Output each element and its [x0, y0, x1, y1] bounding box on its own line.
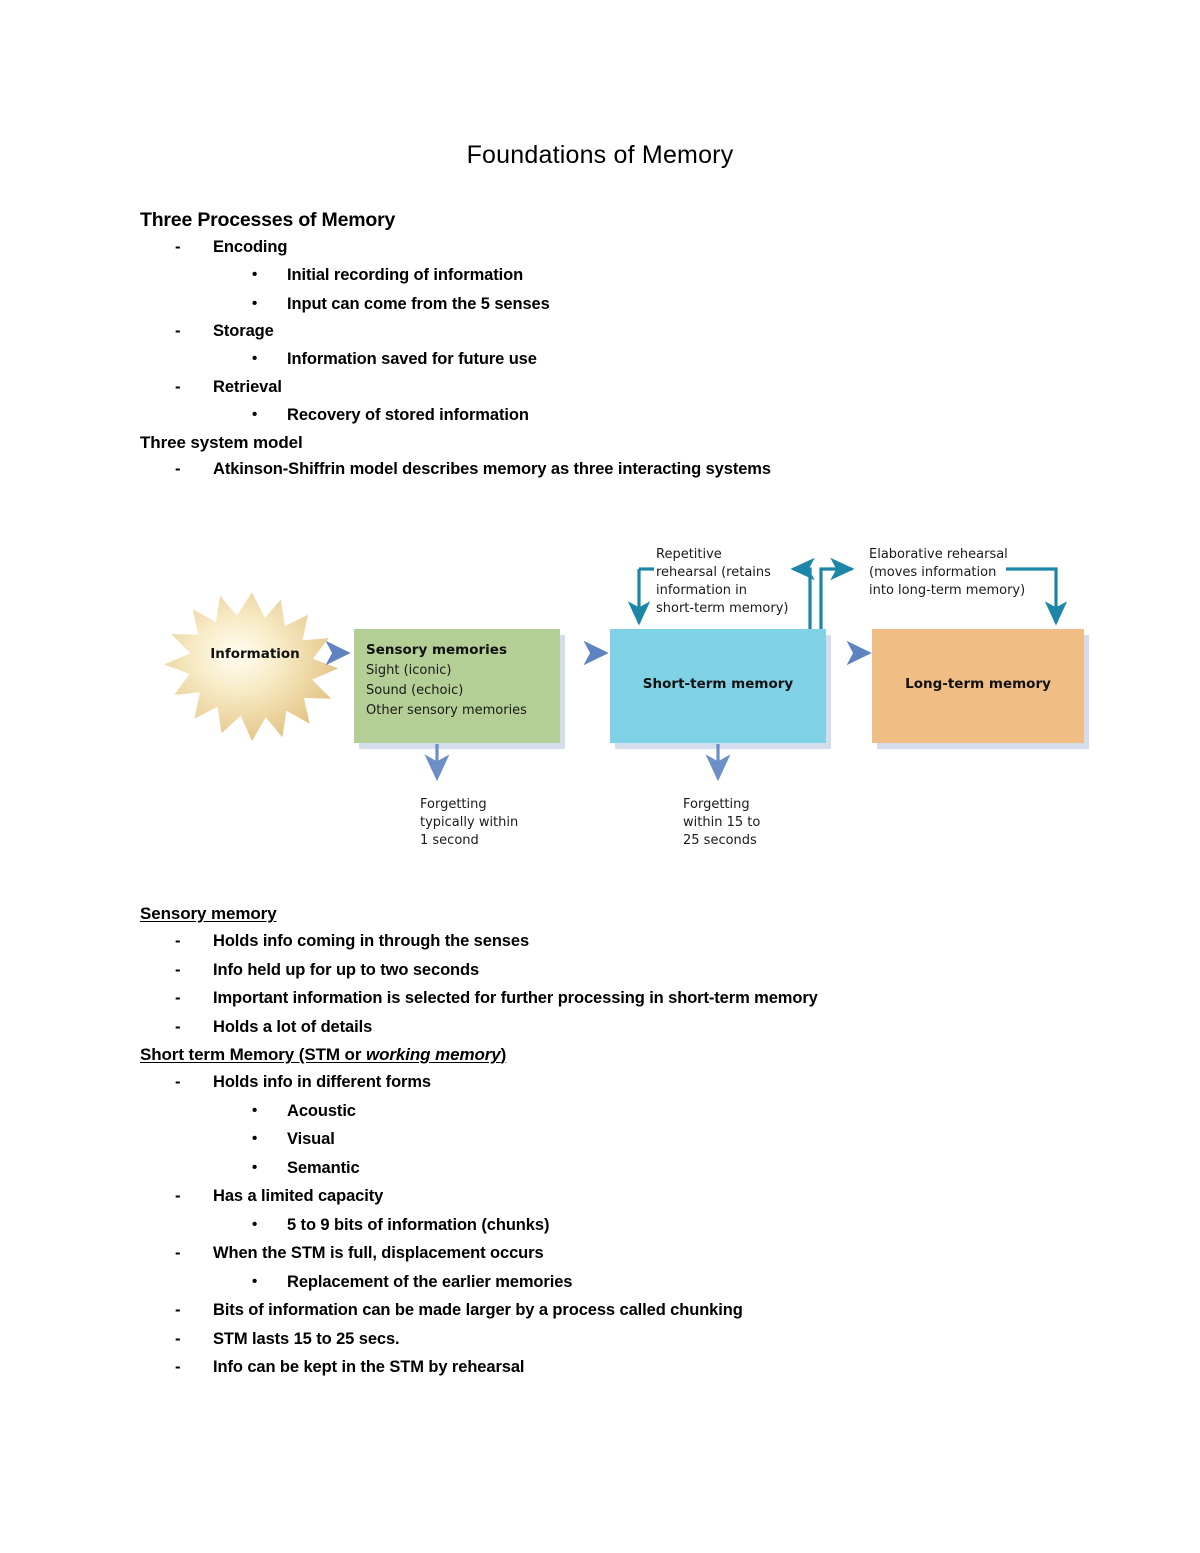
section-heading-short-term-memory: Short term Memory (STM or working memory… — [140, 1041, 1100, 1068]
box-long-term-memory: Long-term memory — [872, 629, 1084, 743]
list-item: Information saved for future use — [140, 345, 1100, 374]
annotation-line: Forgetting — [683, 797, 750, 812]
list-item: Encoding — [140, 234, 1100, 261]
sensory-box-line: Sight (iconic) — [366, 663, 451, 678]
stm-heading-tail: ) — [500, 1045, 507, 1064]
annotation-line: 25 seconds — [683, 833, 757, 848]
annotation-line: Repetitive — [656, 547, 722, 562]
elaborative-rehearsal-loop — [819, 557, 1068, 629]
document-body-lower: Sensory memory Holds info coming in thro… — [140, 900, 1100, 1382]
annotation-line: into long-term memory) — [869, 583, 1025, 598]
list-item: Initial recording of information — [140, 261, 1100, 290]
annotation-line: rehearsal (retains — [656, 565, 771, 580]
repetitive-rehearsal-label: Repetitive rehearsal (retains informatio… — [656, 547, 789, 616]
annotation-line: 1 second — [420, 833, 479, 848]
ltm-box-title: Long-term memory — [905, 676, 1051, 692]
annotation-line: Forgetting — [420, 797, 487, 812]
list-item: Semantic — [140, 1154, 1100, 1183]
section-heading-sensory-memory: Sensory memory — [140, 904, 277, 923]
atkinson-shiffrin-diagram: Information Sensory memories Sight (icon… — [150, 520, 1110, 870]
box-short-term-memory: Short-term memory — [610, 629, 826, 743]
forgetting-sensory: Forgetting typically within 1 second — [420, 744, 518, 848]
list-item: Info can be kept in the STM by rehearsal — [140, 1353, 1100, 1382]
list-item: Holds info in different forms — [140, 1068, 1100, 1097]
list-item: Retrieval — [140, 374, 1100, 401]
list-item: Holds info coming in through the senses — [140, 927, 1100, 956]
list-item: Important information is selected for fu… — [140, 984, 1100, 1013]
stm-heading-text: Short term Memory (STM or — [140, 1045, 366, 1064]
list-item: Holds a lot of details — [140, 1013, 1100, 1042]
list-item: When the STM is full, displacement occur… — [140, 1239, 1100, 1268]
sensory-box-line: Other sensory memories — [366, 703, 527, 718]
page-title: Foundations of Memory — [466, 141, 734, 169]
forgetting-stm: Forgetting within 15 to 25 seconds — [683, 744, 760, 848]
list-item: Replacement of the earlier memories — [140, 1268, 1100, 1297]
list-item: Visual — [140, 1125, 1100, 1154]
list-item: Recovery of stored information — [140, 401, 1100, 430]
list-item: Atkinson-Shiffrin model describes memory… — [140, 456, 1100, 483]
section-heading-three-system-model: Three system model — [140, 433, 303, 452]
list-item: STM lasts 15 to 25 secs. — [140, 1325, 1100, 1354]
annotation-line: within 15 to — [683, 815, 760, 830]
starburst-label: Information — [210, 646, 300, 662]
annotation-line: short-term memory) — [656, 601, 789, 616]
annotation-line: typically within — [420, 815, 518, 830]
list-item: Bits of information can be made larger b… — [140, 1296, 1100, 1325]
list-item: 5 to 9 bits of information (chunks) — [140, 1211, 1100, 1240]
annotation-line: (moves information — [869, 565, 996, 580]
stm-box-title: Short-term memory — [643, 676, 794, 692]
information-starburst: Information — [164, 592, 339, 742]
annotation-line: information in — [656, 583, 747, 598]
list-item: Info held up for up to two seconds — [140, 956, 1100, 985]
list-item: Acoustic — [140, 1097, 1100, 1126]
stm-heading-italic: working memory — [365, 1045, 501, 1064]
repetitive-rehearsal-loop — [627, 557, 815, 629]
sensory-box-line: Sound (echoic) — [366, 683, 463, 698]
document-body: Three Processes of Memory Encoding Initi… — [140, 207, 1100, 483]
list-item: Input can come from the 5 senses — [140, 290, 1100, 319]
list-item: Storage — [140, 318, 1100, 345]
section-heading-three-processes: Three Processes of Memory — [140, 209, 396, 231]
annotation-line: Elaborative rehearsal — [869, 547, 1008, 562]
list-item: Has a limited capacity — [140, 1182, 1100, 1211]
box-sensory-memories: Sensory memories Sight (iconic) Sound (e… — [354, 629, 560, 743]
sensory-box-title: Sensory memories — [366, 642, 507, 658]
elaborative-rehearsal-label: Elaborative rehearsal (moves information… — [869, 547, 1025, 598]
